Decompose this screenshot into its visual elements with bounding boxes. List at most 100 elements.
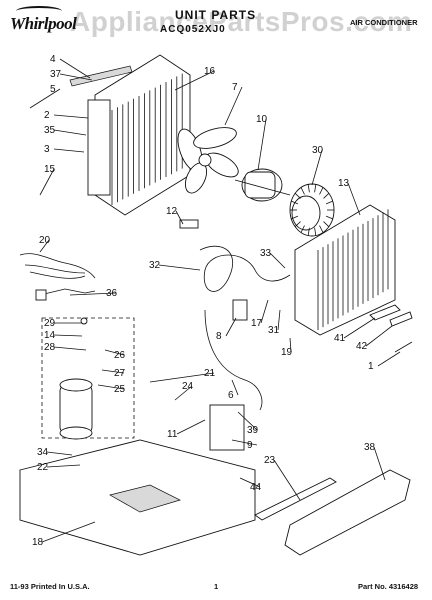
callout-37: 37 bbox=[50, 69, 62, 80]
page-number: 1 bbox=[214, 582, 219, 591]
callout-36: 36 bbox=[106, 288, 118, 299]
callout-6: 6 bbox=[228, 390, 234, 401]
callout-27: 27 bbox=[114, 368, 126, 379]
part-number: Part No. 4316428 bbox=[358, 582, 419, 591]
callout-28: 28 bbox=[44, 342, 56, 353]
callout-16: 16 bbox=[204, 66, 216, 77]
callout-30: 30 bbox=[312, 145, 324, 156]
brand-logo: Whirlpool bbox=[10, 6, 77, 34]
leader-line bbox=[176, 419, 206, 435]
leader-line bbox=[239, 477, 261, 488]
mounting-bar bbox=[69, 65, 133, 87]
callout-10: 10 bbox=[256, 114, 268, 125]
compressor bbox=[59, 378, 93, 440]
leader-line bbox=[46, 464, 81, 468]
leader-line bbox=[46, 451, 73, 456]
bracket-41 bbox=[369, 304, 401, 321]
callout-19: 19 bbox=[281, 347, 293, 358]
compressor-group-box bbox=[41, 317, 135, 439]
callout-12: 12 bbox=[166, 206, 178, 217]
callout-3: 3 bbox=[44, 144, 50, 155]
leader-line bbox=[39, 168, 55, 196]
leader-line bbox=[174, 385, 193, 401]
leader-line bbox=[53, 334, 83, 337]
watermark: AppliancePartsPros.com bbox=[70, 6, 413, 37]
model-number: ACQ052XJ0 bbox=[160, 24, 226, 35]
leader-line bbox=[260, 299, 269, 324]
callout-31: 31 bbox=[268, 325, 280, 336]
leader-line bbox=[224, 86, 243, 126]
callout-8: 8 bbox=[216, 331, 222, 342]
leader-line bbox=[373, 446, 386, 481]
leader-line bbox=[231, 379, 239, 396]
wire-harness bbox=[19, 253, 96, 279]
callout-4: 4 bbox=[50, 54, 56, 65]
bracket-42 bbox=[389, 311, 413, 327]
seal-strip bbox=[254, 477, 337, 521]
callout-41: 41 bbox=[334, 333, 346, 344]
condenser-coil bbox=[87, 54, 191, 216]
callout-11: 11 bbox=[167, 429, 178, 440]
callout-20: 20 bbox=[39, 235, 51, 246]
control-bracket bbox=[209, 404, 245, 451]
callout-24: 24 bbox=[182, 381, 194, 392]
callout-13: 13 bbox=[338, 178, 350, 189]
screw bbox=[394, 341, 413, 353]
leader-line bbox=[237, 411, 258, 431]
leader-line bbox=[277, 309, 281, 331]
callout-34: 34 bbox=[37, 447, 49, 458]
callout-17: 17 bbox=[251, 318, 263, 329]
callout-25: 25 bbox=[114, 384, 126, 395]
leader-line bbox=[53, 114, 89, 119]
fan-motor bbox=[234, 168, 291, 202]
leader-line bbox=[39, 239, 50, 253]
leader-line bbox=[273, 459, 301, 501]
leader-line bbox=[311, 149, 323, 186]
page-title: UNIT PARTS bbox=[175, 8, 257, 22]
callout-15: 15 bbox=[44, 164, 56, 175]
connector bbox=[179, 219, 199, 229]
callout-29: 29 bbox=[44, 318, 56, 329]
print-date: 11-93 Printed In U.S.A. bbox=[10, 582, 90, 591]
callout-9: 9 bbox=[247, 440, 253, 451]
leader-line bbox=[231, 439, 258, 446]
leader-line bbox=[29, 88, 61, 109]
fan-blade bbox=[177, 127, 239, 194]
callout-14: 14 bbox=[44, 330, 56, 341]
thermostat bbox=[39, 288, 96, 296]
leader-line bbox=[104, 349, 125, 356]
section-label: AIR CONDITIONER bbox=[350, 18, 418, 27]
leader-line bbox=[175, 210, 184, 225]
callout-1: 1 bbox=[368, 361, 374, 372]
callout-38: 38 bbox=[364, 442, 376, 453]
leader-line bbox=[97, 384, 125, 390]
callout-26: 26 bbox=[114, 350, 126, 361]
callout-18: 18 bbox=[32, 537, 44, 548]
leader-line bbox=[53, 129, 87, 136]
leader-line bbox=[174, 70, 215, 91]
base-pan bbox=[19, 439, 256, 556]
evaporator-coil bbox=[294, 204, 396, 336]
leader-line bbox=[347, 182, 361, 216]
tube-assembly bbox=[204, 309, 263, 411]
leader-line bbox=[59, 73, 93, 81]
leader-line bbox=[365, 325, 393, 347]
leader-line bbox=[53, 148, 85, 153]
leader-line bbox=[69, 292, 117, 296]
leader-line bbox=[289, 337, 292, 353]
capacitor bbox=[232, 299, 248, 321]
callout-32: 32 bbox=[149, 260, 161, 271]
callout-2: 2 bbox=[44, 110, 50, 121]
callout-35: 35 bbox=[44, 125, 56, 136]
leader-line bbox=[269, 252, 286, 269]
leader-line bbox=[225, 317, 237, 337]
callout-7: 7 bbox=[232, 82, 238, 93]
callout-23: 23 bbox=[264, 455, 276, 466]
callout-22: 22 bbox=[37, 462, 49, 473]
callout-44: 44 bbox=[250, 482, 262, 493]
callout-21: 21 bbox=[204, 368, 216, 379]
leader-line bbox=[377, 351, 401, 367]
blower-wheel bbox=[289, 183, 335, 237]
leader-line bbox=[101, 369, 125, 374]
